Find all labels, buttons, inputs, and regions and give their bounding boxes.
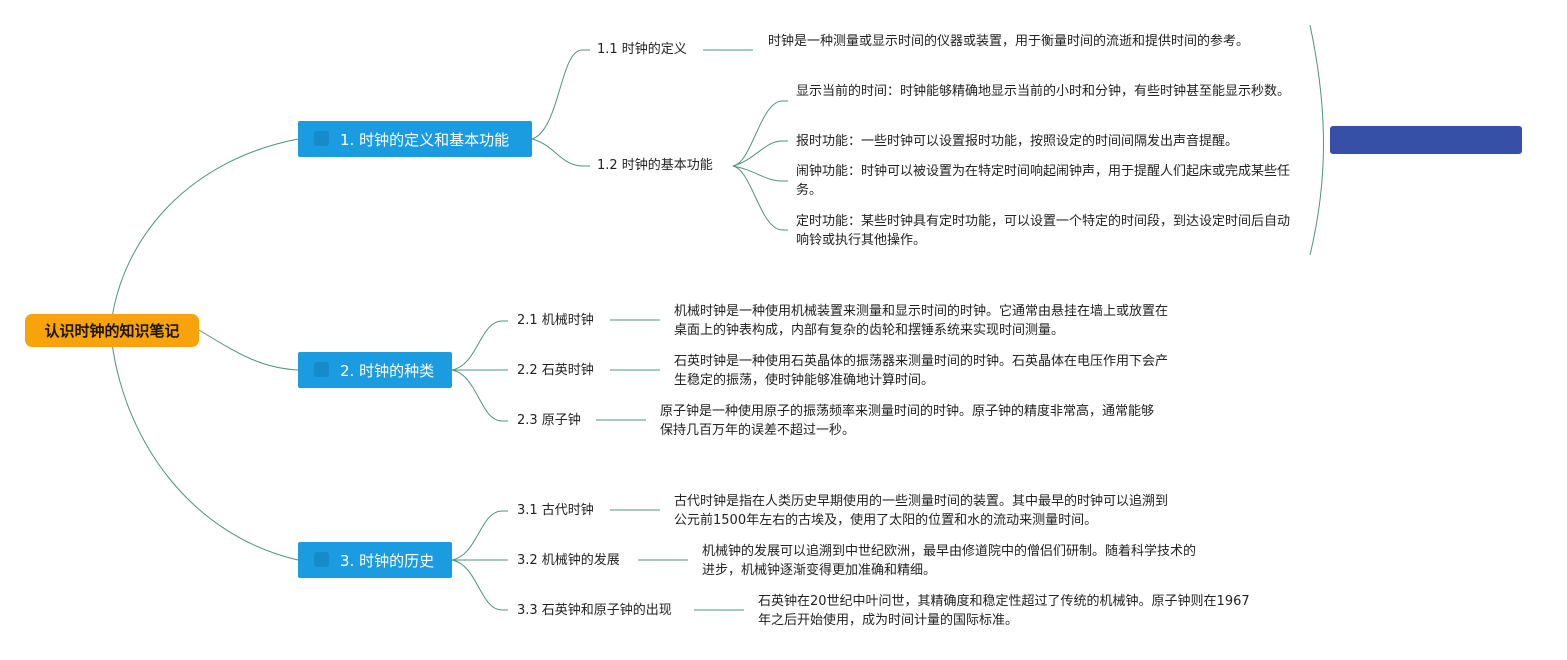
subtopic-label: 1.1 时钟的定义: [597, 42, 687, 57]
subtopic-2-2[interactable]: 2.2 石英时钟: [517, 362, 594, 380]
detail-3-3-1[interactable]: 石英钟在20世纪中叶问世，其精确度和稳定性超过了传统的机械钟。原子钟则在1967…: [758, 592, 1253, 630]
root-topic-label: 认识时钟的知识笔记: [44, 322, 180, 340]
subtopic-2-3[interactable]: 2.3 原子钟: [517, 412, 581, 430]
detail-2-1-1[interactable]: 机械时钟是一种使用机械装置来测量和显示时间的时钟。它通常由悬挂在墙上或放置在桌面…: [674, 302, 1169, 340]
link-b2-s1: [451, 320, 508, 371]
branch-topic-label: 3. 时钟的历史: [340, 551, 435, 570]
subtopic-3-3[interactable]: 3.3 石英钟和原子钟的出现: [517, 602, 672, 620]
detail-text: 原子钟是一种使用原子的振荡频率来测量时间的时钟。原子钟的精度非常高，通常能够保持…: [660, 404, 1155, 438]
subtopic-label: 3.3 石英钟和原子钟的出现: [517, 603, 672, 618]
summary-bracket: [1309, 24, 1324, 256]
link-root-branch-2: [198, 329, 299, 371]
branch-topic-2[interactable]: 2. 时钟的种类: [298, 352, 452, 388]
subtopic-3-1[interactable]: 3.1 古代时钟: [517, 502, 594, 520]
link-b2-s3: [451, 369, 508, 422]
detail-1-2-1[interactable]: 显示当前的时间：时钟能够精确地显示当前的小时和分钟，有些时钟甚至能显示秒数。: [796, 82, 1291, 101]
branch-topic-1[interactable]: 1. 时钟的定义和基本功能: [298, 121, 532, 157]
link-b1-s1: [531, 49, 590, 140]
detail-text: 报时功能：一些时钟可以设置报时功能，按照设定的时间间隔发出声音提醒。: [796, 134, 1239, 149]
link-root-branch-3: [111, 342, 299, 561]
detail-2-2-1[interactable]: 石英时钟是一种使用石英晶体的振荡器来测量时间的时钟。石英晶体在电压作用下会产生稳…: [674, 352, 1169, 390]
detail-1-1-1[interactable]: 时钟是一种测量或显示时间的仪器或装置，用于衡量时间的流逝和提供时间的参考。: [768, 32, 1263, 51]
detail-text: 闹钟功能：时钟可以被设置为在特定时间响起闹钟声，用于提醒人们起床或完成某些任务。: [796, 164, 1291, 198]
subtopic-label: 2.1 机械时钟: [517, 313, 594, 328]
detail-3-2-1[interactable]: 机械钟的发展可以追溯到中世纪欧洲，最早由修道院中的僧侣们研制。随着科学技术的进步…: [702, 542, 1197, 580]
detail-text: 石英钟在20世纪中叶问世，其精确度和稳定性超过了传统的机械钟。原子钟则在1967…: [758, 594, 1250, 628]
subtopic-label: 3.2 机械钟的发展: [517, 553, 620, 568]
subtopic-label: 1.2 时钟的基本功能: [597, 158, 713, 173]
subtopic-1-1[interactable]: 1.1 时钟的定义: [597, 41, 687, 59]
link-b3-s1: [451, 510, 508, 561]
link-root-branch-1: [111, 138, 299, 319]
subtopic-1-2[interactable]: 1.2 时钟的基本功能: [597, 157, 713, 175]
summary-topic[interactable]: [1330, 126, 1522, 154]
subtopic-label: 2.2 石英时钟: [517, 363, 594, 378]
detail-3-1-1[interactable]: 古代时钟是指在人类历史早期使用的一些测量时间的装置。其中最早的时钟可以追溯到公元…: [674, 492, 1169, 530]
branch-marker-icon: [314, 131, 329, 146]
link-s12-leaf-3: [732, 165, 788, 182]
detail-text: 机械钟的发展可以追溯到中世纪欧洲，最早由修道院中的僧侣们研制。随着科学技术的进步…: [702, 544, 1197, 578]
link-s12-leaf-2: [732, 140, 788, 167]
detail-1-2-4[interactable]: 定时功能：某些时钟具有定时功能，可以设置一个特定的时间段，到达设定时间后自动响铃…: [796, 212, 1291, 250]
detail-1-2-2[interactable]: 报时功能：一些时钟可以设置报时功能，按照设定的时间间隔发出声音提醒。: [796, 132, 1291, 151]
subtopic-label: 2.3 原子钟: [517, 413, 581, 428]
branch-marker-icon: [314, 362, 329, 377]
branch-topic-3[interactable]: 3. 时钟的历史: [298, 542, 452, 578]
detail-text: 显示当前的时间：时钟能够精确地显示当前的小时和分钟，有些时钟甚至能显示秒数。: [796, 84, 1291, 99]
detail-text: 石英时钟是一种使用石英晶体的振荡器来测量时间的时钟。石英晶体在电压作用下会产生稳…: [674, 354, 1169, 388]
detail-text: 定时功能：某些时钟具有定时功能，可以设置一个特定的时间段，到达设定时间后自动响铃…: [796, 214, 1291, 248]
link-s12-leaf-1: [732, 100, 788, 167]
detail-text: 时钟是一种测量或显示时间的仪器或装置，用于衡量时间的流逝和提供时间的参考。: [768, 34, 1250, 49]
link-b3-s3: [451, 559, 508, 611]
link-s12-leaf-4: [732, 165, 788, 231]
subtopic-label: 3.1 古代时钟: [517, 503, 594, 518]
detail-2-3-1[interactable]: 原子钟是一种使用原子的振荡频率来测量时间的时钟。原子钟的精度非常高，通常能够保持…: [660, 402, 1155, 440]
root-topic[interactable]: 认识时钟的知识笔记: [25, 314, 199, 347]
detail-text: 古代时钟是指在人类历史早期使用的一些测量时间的装置。其中最早的时钟可以追溯到公元…: [674, 494, 1169, 528]
branch-topic-label: 2. 时钟的种类: [340, 361, 435, 380]
link-b1-s2: [531, 138, 590, 167]
detail-text: 机械时钟是一种使用机械装置来测量和显示时间的时钟。它通常由悬挂在墙上或放置在桌面…: [674, 304, 1169, 338]
subtopic-2-1[interactable]: 2.1 机械时钟: [517, 312, 594, 330]
detail-1-2-3[interactable]: 闹钟功能：时钟可以被设置为在特定时间响起闹钟声，用于提醒人们起床或完成某些任务。: [796, 162, 1291, 200]
branch-marker-icon: [314, 552, 329, 567]
branch-topic-label: 1. 时钟的定义和基本功能: [340, 130, 510, 149]
subtopic-3-2[interactable]: 3.2 机械钟的发展: [517, 552, 620, 570]
